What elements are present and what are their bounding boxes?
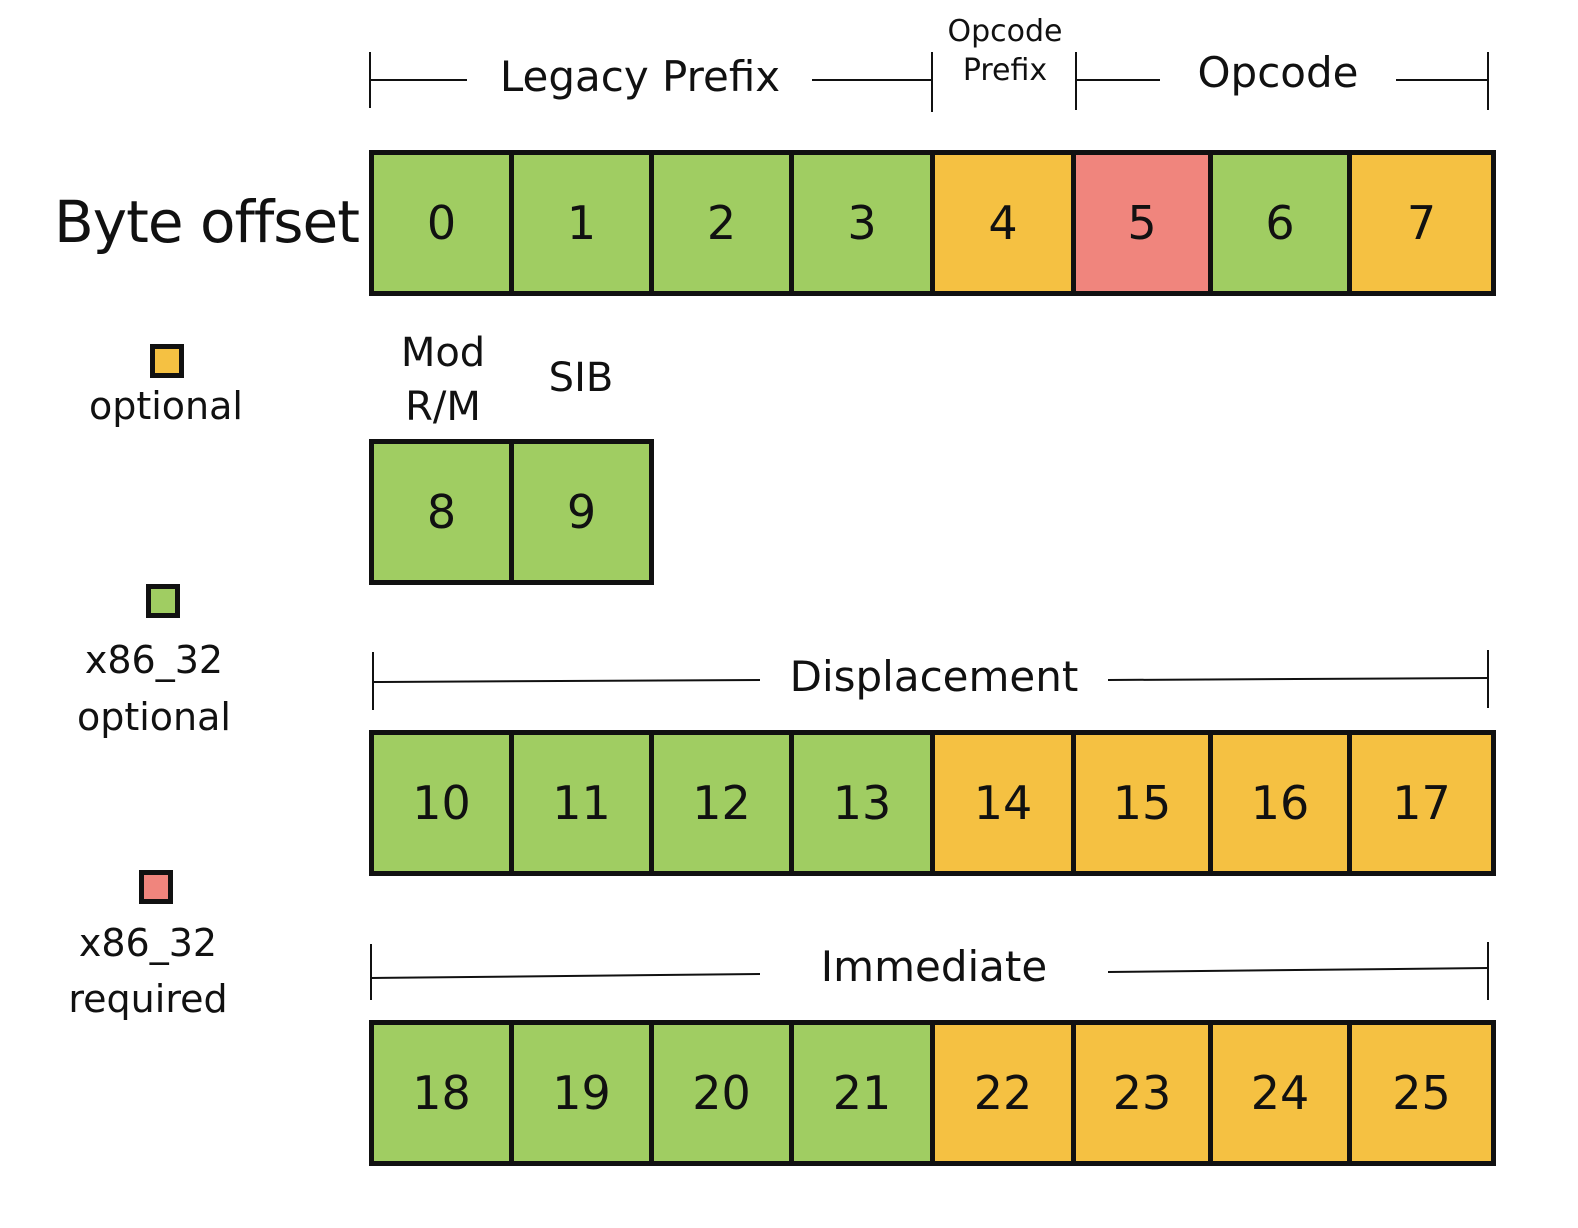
byte-cell-7: 7 bbox=[1347, 150, 1496, 296]
legend-label-x86-32-optional-line2: optional bbox=[76, 695, 231, 739]
byte-cell-15: 15 bbox=[1071, 730, 1213, 876]
byte-cell-20: 20 bbox=[649, 1020, 794, 1166]
byte-cell-21: 21 bbox=[789, 1020, 935, 1166]
byte-cell-1: 1 bbox=[509, 150, 654, 296]
legend-swatch-x86-32-required bbox=[139, 870, 173, 904]
byte-cell-11: 11 bbox=[509, 730, 654, 876]
legend-swatch-x86-32-optional bbox=[146, 584, 180, 618]
byte-cell-2: 2 bbox=[649, 150, 794, 296]
diagram-title: Byte offset bbox=[54, 188, 360, 256]
byte-cell-8: 8 bbox=[369, 439, 514, 585]
legend-label-x86-32-required-line2: required bbox=[68, 977, 228, 1021]
opcode-prefix-label-line1: Opcode bbox=[947, 14, 1063, 49]
byte-cell-9: 9 bbox=[509, 439, 654, 585]
immediate-label: Immediate bbox=[820, 942, 1048, 991]
byte-cell-4: 4 bbox=[930, 150, 1076, 296]
modrm-label-line2: R/M bbox=[405, 384, 481, 430]
byte-cell-16: 16 bbox=[1208, 730, 1352, 876]
byte-cell-19: 19 bbox=[509, 1020, 654, 1166]
byte-cell-23: 23 bbox=[1071, 1020, 1213, 1166]
byte-cell-3: 3 bbox=[789, 150, 935, 296]
byte-cell-22: 22 bbox=[930, 1020, 1076, 1166]
byte-cell-12: 12 bbox=[649, 730, 794, 876]
byte-cell-17: 17 bbox=[1347, 730, 1496, 876]
opcode-label: Opcode bbox=[1197, 48, 1359, 97]
byte-cell-25: 25 bbox=[1347, 1020, 1496, 1166]
modrm-label-line1: Mod bbox=[400, 330, 486, 376]
byte-cell-14: 14 bbox=[930, 730, 1076, 876]
legend-label-optional: optional bbox=[88, 384, 243, 428]
byte-cell-0: 0 bbox=[369, 150, 514, 296]
byte-cell-6: 6 bbox=[1208, 150, 1352, 296]
legend-swatch-optional bbox=[150, 344, 184, 378]
byte-cell-18: 18 bbox=[369, 1020, 514, 1166]
byte-cell-24: 24 bbox=[1208, 1020, 1352, 1166]
sib-label: SIB bbox=[548, 355, 614, 401]
legend-label-x86-32-optional-line1: x86_32 bbox=[84, 638, 224, 682]
legacy-prefix-label: Legacy Prefix bbox=[499, 52, 781, 101]
byte-cell-10: 10 bbox=[369, 730, 514, 876]
opcode-prefix-label-line2: Prefix bbox=[962, 53, 1048, 88]
displacement-label: Displacement bbox=[789, 652, 1079, 701]
legend-label-x86-32-required-line1: x86_32 bbox=[78, 921, 218, 965]
byte-cell-13: 13 bbox=[789, 730, 935, 876]
byte-cell-5: 5 bbox=[1071, 150, 1213, 296]
